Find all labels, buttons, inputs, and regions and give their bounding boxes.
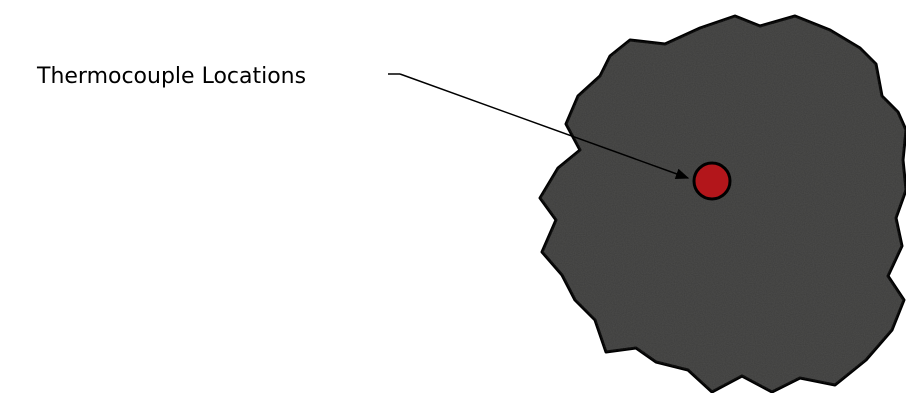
callout-label: Thermocouple Locations: [36, 64, 306, 89]
thermocouple-marker-icon: [694, 163, 730, 199]
specimen-shape: [540, 16, 906, 392]
